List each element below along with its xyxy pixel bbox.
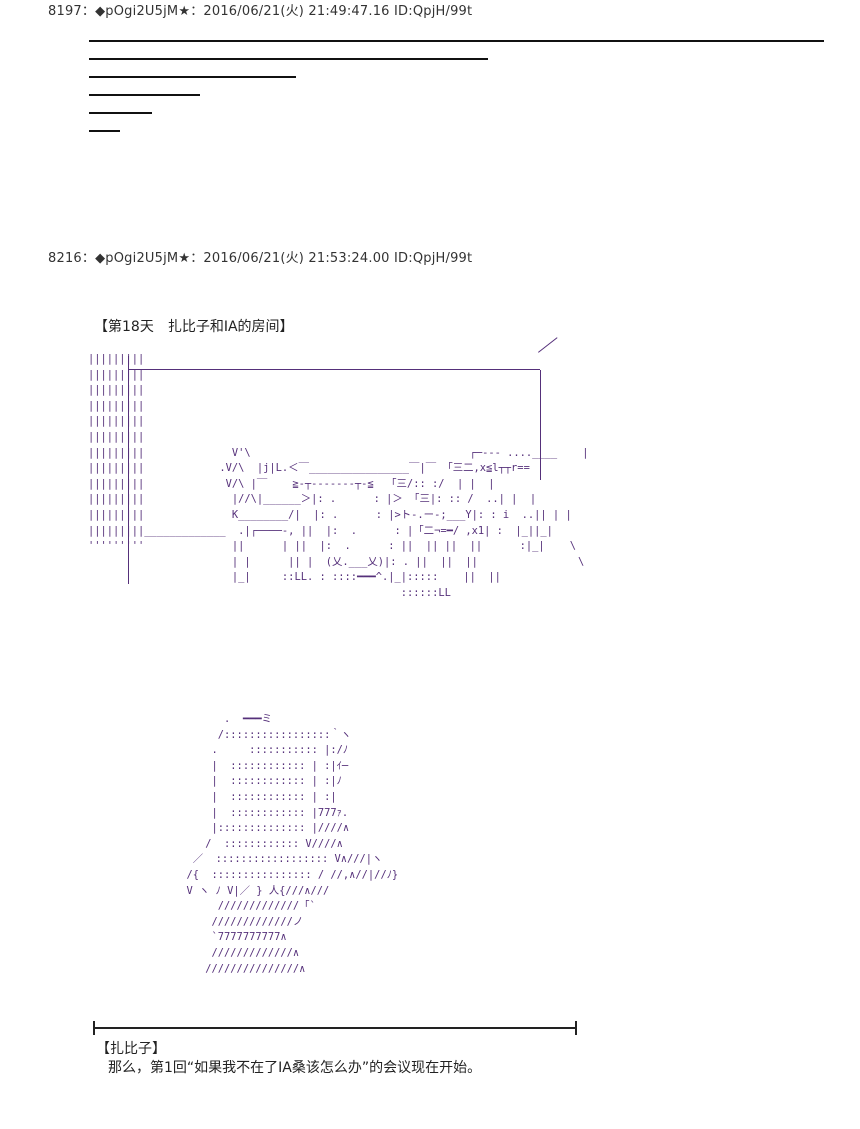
room-frame-diagonal: [538, 337, 558, 353]
room-ascii-art: ||||||||| ||||||||| ||||||||| ||||||||| …: [88, 353, 589, 599]
post-header-8216: 8216：◆pOgi2U5jM★：2016/06/21(火) 21:53:24.…: [48, 247, 472, 266]
speaker-name: 【扎比子】: [96, 1041, 166, 1057]
post-number: 8216: [48, 251, 82, 266]
post-id[interactable]: ID:QpjH/99t: [394, 4, 473, 19]
horizontal-rule: [89, 40, 824, 42]
post-author[interactable]: ◆pOgi2U5jM★: [95, 251, 191, 266]
post-datetime: ：2016/06/21(火) 21:49:47.16: [190, 4, 390, 19]
post-separator: ：: [81, 4, 96, 19]
post-header-8197: 8197：◆pOgi2U5jM★：2016/06/21(火) 21:49:47.…: [48, 0, 472, 19]
horizontal-rule: [89, 58, 488, 60]
post-id[interactable]: ID:QpjH/99t: [394, 251, 473, 266]
room-frame-left: [128, 356, 129, 584]
dialogue-line: 那么，第1回“如果我不在了IA桑该怎么办”的会议现在开始。: [108, 1060, 482, 1076]
horizontal-rule: [89, 130, 120, 132]
horizontal-rule: [89, 112, 152, 114]
post-datetime: ：2016/06/21(火) 21:53:24.00: [190, 251, 390, 266]
room-frame-right: [540, 370, 541, 480]
room-frame-top: [128, 369, 540, 370]
horizontal-rule: [89, 76, 296, 78]
character-ascii-art: . ━━━ミ /:::::::::::::::::｀ヽ . ::::::::::…: [186, 713, 399, 975]
scene-title: 【第18天 扎比子和IA的房间】: [94, 319, 294, 335]
post-author[interactable]: ◆pOgi2U5jM★: [95, 4, 191, 19]
horizontal-rule: [89, 94, 200, 96]
scene-divider: [93, 1027, 577, 1029]
post-separator: ：: [81, 251, 96, 266]
divider-cap-right: [575, 1021, 577, 1035]
post-number: 8197: [48, 4, 82, 19]
divider-cap-left: [93, 1021, 95, 1035]
